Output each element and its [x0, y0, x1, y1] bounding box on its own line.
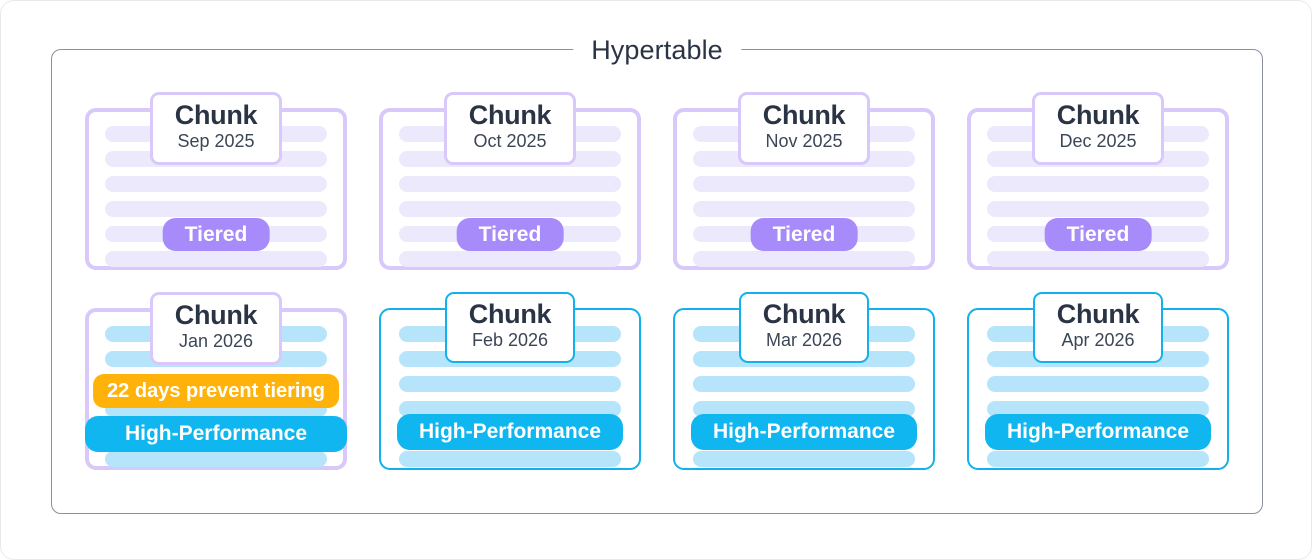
chunk-row-bar [399, 376, 621, 392]
chunk-row-bar [399, 176, 621, 192]
chunk-row-bar [693, 201, 915, 217]
chunk-title: Chunk [762, 299, 846, 329]
chunk-status-badge: Tiered [162, 218, 270, 251]
chunk-status-badge: High-Performance [397, 414, 623, 450]
chunk-date: Apr 2026 [1061, 330, 1135, 350]
hypertable-title: Hypertable [573, 33, 741, 67]
chunk-row-bar [693, 376, 915, 392]
chunk-row-bar [105, 176, 327, 192]
chunk-row-bar [693, 251, 915, 267]
chunk-title: Chunk [1056, 299, 1140, 329]
chunk-title: Chunk [174, 100, 258, 130]
chunk-status-badge: Tiered [1044, 218, 1152, 251]
chunk-date: Mar 2026 [765, 330, 843, 350]
chunk-row-bar [987, 176, 1209, 192]
chunk-title: Chunk [1056, 100, 1140, 130]
chunk-row-bar [987, 401, 1209, 417]
chunk-row-bar [693, 401, 915, 417]
chunk-title: Chunk [762, 100, 846, 130]
chunk-row-bar [399, 201, 621, 217]
chunk-row-bar [399, 451, 621, 467]
chunk-row-bar [987, 451, 1209, 467]
chunk-title: Chunk [468, 299, 552, 329]
chunk-row-bar [987, 376, 1209, 392]
chunk-row-bar [987, 201, 1209, 217]
chunk-row-bar [105, 201, 327, 217]
chunk-row-bar [105, 451, 327, 467]
chunk-status-badge: High-Performance [691, 414, 917, 450]
chunk-row-bar [105, 251, 327, 267]
chunk-title: Chunk [468, 100, 552, 130]
chunk-row-bar [693, 176, 915, 192]
chunk-date: Nov 2025 [765, 131, 843, 151]
chunk-row-bar [987, 251, 1209, 267]
chunk-date: Oct 2025 [473, 131, 547, 151]
chunk-title: Chunk [174, 300, 258, 330]
chunk-date: Sep 2025 [177, 131, 255, 151]
chunk-status-badge: High-Performance [85, 416, 347, 452]
chunk-date: Feb 2026 [471, 330, 549, 350]
chunk-status-badge: Tiered [750, 218, 858, 251]
chunk-card[interactable]: High-Performance 22 days prevent tiering C… [85, 292, 347, 470]
chunk-row-bar [399, 401, 621, 417]
chunk-date: Jan 2026 [178, 331, 254, 351]
chunk-row-bar [693, 451, 915, 467]
chunk-status-badge: High-Performance [985, 414, 1211, 450]
chunk-date: Dec 2025 [1059, 131, 1137, 151]
chunk-row-bar [399, 251, 621, 267]
chunk-status-badge: Tiered [456, 218, 564, 251]
prevent-tiering-banner: 22 days prevent tiering [93, 374, 339, 408]
